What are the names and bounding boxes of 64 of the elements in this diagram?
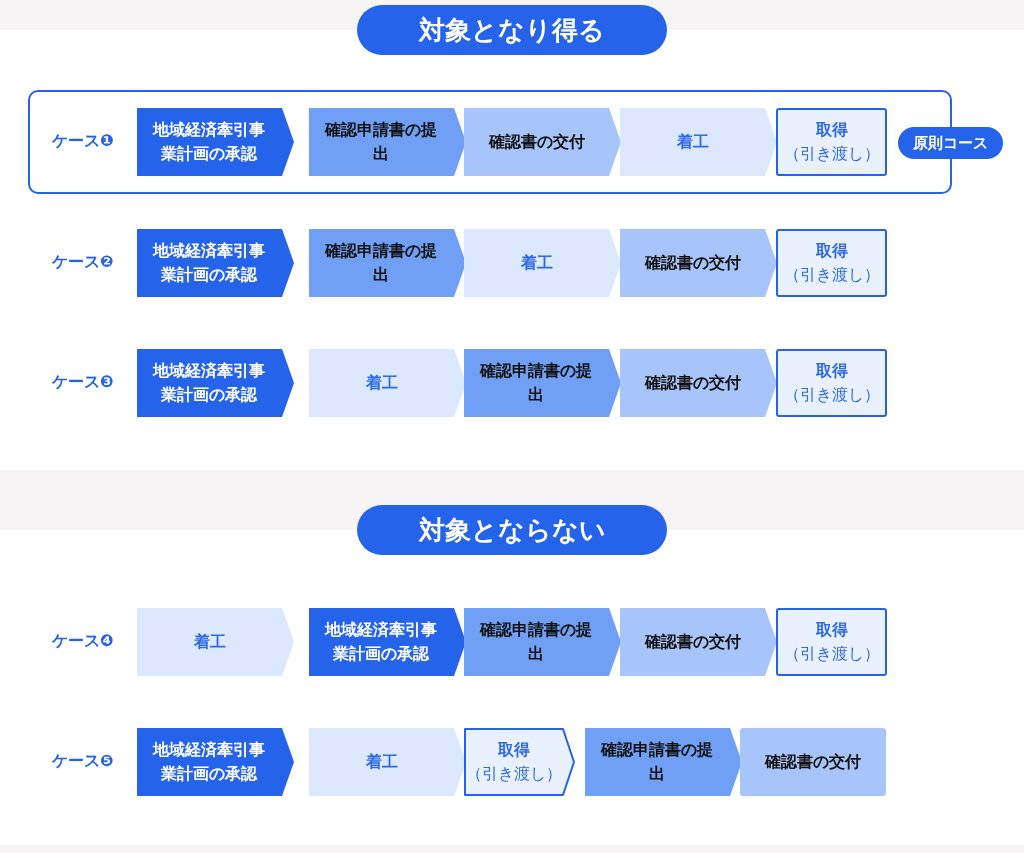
- process-step: [137, 608, 294, 676]
- step-box: [776, 349, 887, 417]
- process-step: [309, 349, 466, 417]
- case-label: ケース❷: [52, 251, 114, 273]
- process-step: [309, 108, 466, 176]
- step-label: 取得: [815, 619, 848, 641]
- process-step: [137, 349, 294, 417]
- step-label: 地域経済牽引事業計画の承認: [151, 360, 267, 406]
- step-label: 確認申請書の提出: [600, 739, 715, 785]
- step-label: 原則コース: [913, 133, 988, 154]
- section-heading-pill: [357, 5, 667, 55]
- process-step: [137, 108, 294, 176]
- step-label: 確認書の交付: [644, 252, 741, 274]
- step-label: 確認申請書の提出: [479, 360, 594, 406]
- step-box: [776, 108, 887, 176]
- process-step: [464, 349, 621, 417]
- step-box: [740, 728, 886, 796]
- step-label: 地域経済牽引事業計画の承認: [323, 619, 439, 665]
- step-sublabel: （引き渡し）: [783, 264, 880, 286]
- course-badge: [898, 127, 1003, 159]
- step-label: 確認書の交付: [488, 131, 585, 153]
- step-label: 確認書の交付: [644, 631, 741, 653]
- case-label: ケース❸: [52, 371, 114, 393]
- step-label: 着工: [365, 372, 398, 394]
- process-step: [464, 608, 621, 676]
- step-label: 取得: [497, 739, 530, 761]
- step-sublabel: （引き渡し）: [465, 763, 562, 785]
- process-step: [309, 229, 466, 297]
- step-label: 確認申請書の提出: [324, 240, 439, 286]
- step-sublabel: （引き渡し）: [783, 143, 880, 165]
- step-label: 着工: [520, 252, 553, 274]
- step-label: 地域経済牽引事業計画の承認: [151, 739, 267, 785]
- step-label: 地域経済牽引事業計画の承認: [151, 240, 267, 286]
- case-label: ケース❺: [52, 750, 114, 772]
- process-step: [137, 728, 294, 796]
- step-box: [776, 229, 887, 297]
- step-label: 確認書の交付: [765, 751, 861, 773]
- process-step: [137, 229, 294, 297]
- process-step: [464, 728, 575, 796]
- process-step: [620, 108, 777, 176]
- step-label: 地域経済牽引事業計画の承認: [151, 119, 267, 165]
- section-heading-pill: [357, 505, 667, 555]
- step-sublabel: （引き渡し）: [783, 384, 880, 406]
- step-label: 取得: [815, 240, 848, 262]
- step-label: 着工: [365, 751, 398, 773]
- process-step: [309, 608, 466, 676]
- step-label: 確認書の交付: [644, 372, 741, 394]
- step-label: 確認申請書の提出: [479, 619, 594, 665]
- process-step: [620, 229, 777, 297]
- step-label: 確認申請書の提出: [324, 119, 439, 165]
- step-sublabel: （引き渡し）: [783, 643, 880, 665]
- step-label: 取得: [815, 119, 848, 141]
- step-label: 着工: [676, 131, 709, 153]
- process-step: [620, 349, 777, 417]
- step-label: 着工: [193, 631, 226, 653]
- process-step: [585, 728, 742, 796]
- process-step: [464, 229, 621, 297]
- process-step: [309, 728, 466, 796]
- process-step: [464, 108, 621, 176]
- step-label: 取得: [815, 360, 848, 382]
- process-step: [620, 608, 777, 676]
- case-label: ケース❶: [52, 130, 114, 152]
- step-box: [776, 608, 887, 676]
- case-label: ケース❹: [52, 630, 114, 652]
